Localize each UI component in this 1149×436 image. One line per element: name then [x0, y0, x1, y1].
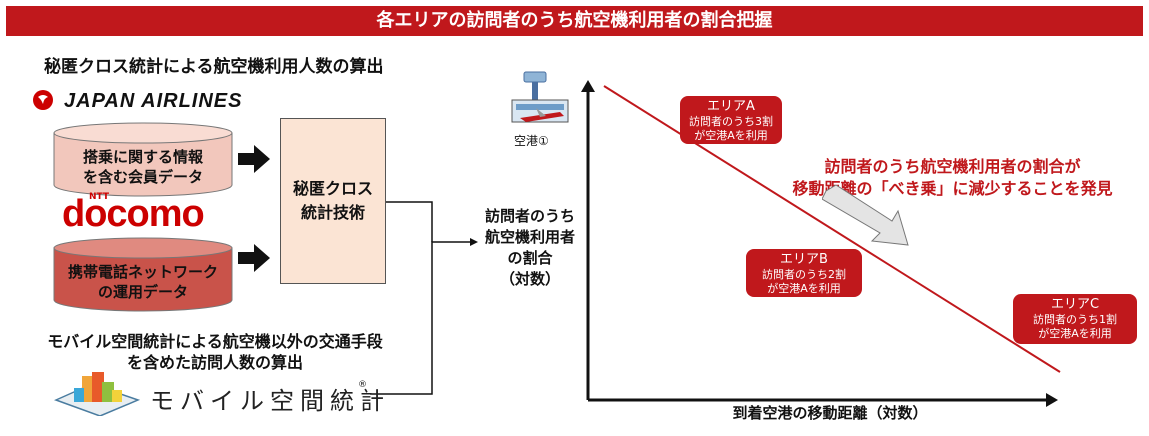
- area-c-note2: が空港Aを利用: [1013, 327, 1137, 341]
- area-a-note1: 訪問者のうち3割: [680, 115, 782, 129]
- decrease-arrow-icon: [822, 185, 912, 251]
- area-b-note1: 訪問者のうち2割: [746, 268, 862, 282]
- y-axis-arrowhead: [581, 80, 595, 92]
- area-b-name: エリアB: [746, 249, 862, 268]
- area-a-box: エリアA 訪問者のうち3割 が空港Aを利用: [680, 96, 782, 144]
- x-axis-arrowhead: [1046, 393, 1058, 407]
- area-c-box: エリアC 訪問者のうち1割 が空港Aを利用: [1013, 294, 1137, 344]
- area-c-name: エリアC: [1013, 294, 1137, 313]
- area-a-name: エリアA: [680, 96, 782, 115]
- area-a-note2: が空港Aを利用: [680, 129, 782, 143]
- area-c-note1: 訪問者のうち1割: [1013, 313, 1137, 327]
- x-axis-label: 到着空港の移動距離（対数）: [640, 402, 1020, 423]
- finding-line1: 訪問者のうち航空機利用者の割合が: [780, 156, 1125, 178]
- area-b-box: エリアB 訪問者のうち2割 が空港Aを利用: [746, 249, 862, 297]
- area-b-note2: が空港Aを利用: [746, 282, 862, 296]
